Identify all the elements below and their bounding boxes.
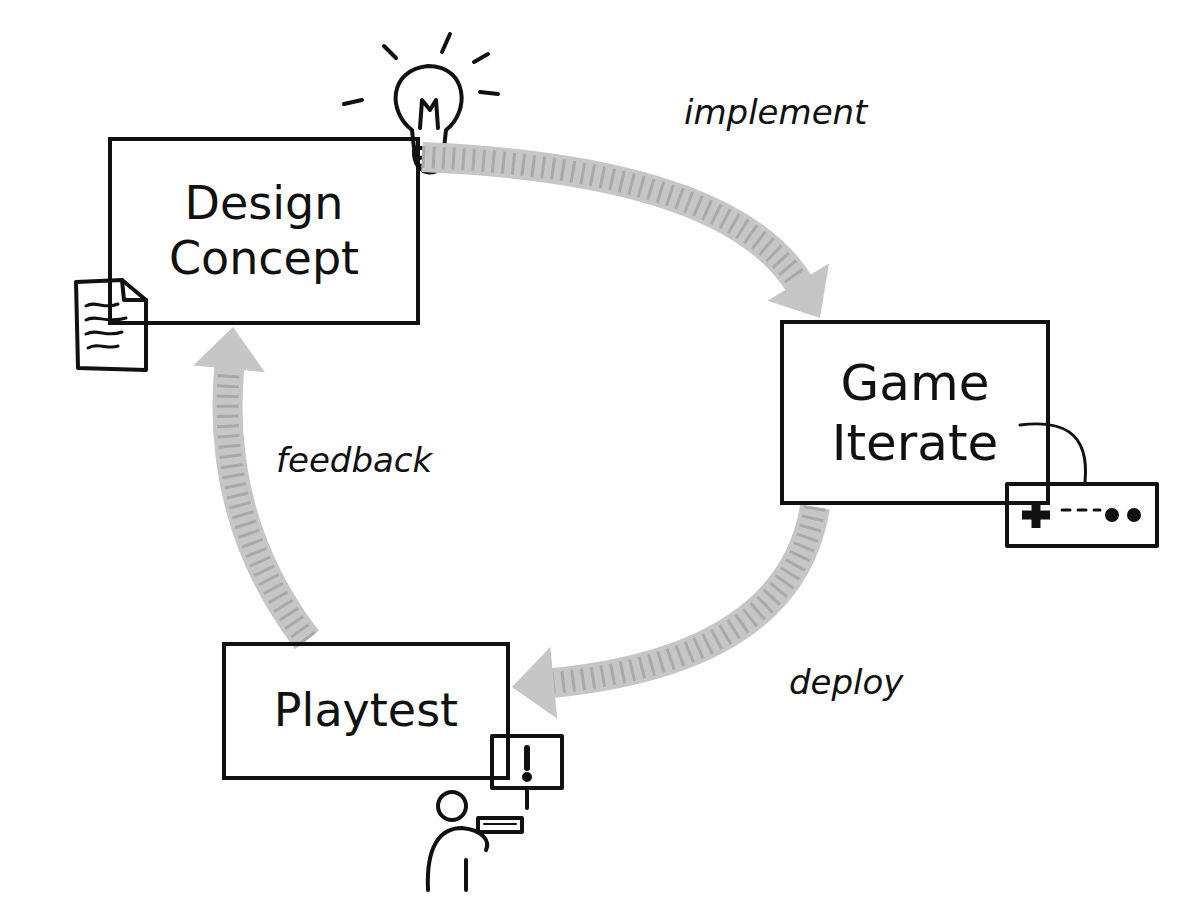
edge-label: feedback bbox=[272, 440, 436, 480]
concept-box: Design Concept bbox=[108, 137, 420, 325]
arrow-shaft bbox=[228, 365, 307, 640]
playtester-figure bbox=[428, 736, 562, 890]
arrow-head bbox=[767, 263, 829, 318]
arrow-shaft bbox=[422, 157, 800, 286]
iterate-box: Game Iterate bbox=[780, 320, 1050, 505]
edge-label: implement bbox=[680, 92, 871, 132]
node-label: Playtest bbox=[274, 683, 458, 738]
flow-arrow bbox=[422, 157, 829, 318]
flow-arrow bbox=[193, 327, 307, 640]
arrow-hatching bbox=[550, 507, 815, 683]
gamepad-icon bbox=[1007, 424, 1157, 546]
edge-label: deploy bbox=[785, 662, 907, 702]
arrow-head bbox=[193, 327, 265, 372]
arrow-head bbox=[512, 647, 557, 719]
flow-arrow bbox=[512, 507, 815, 719]
node-label: Design Concept bbox=[144, 176, 384, 286]
arrow-hatching bbox=[422, 157, 800, 286]
arrow-hatching bbox=[228, 365, 307, 640]
arrow-shaft bbox=[550, 507, 815, 683]
node-label: Game Iterate bbox=[800, 353, 1030, 473]
playtest-box: Playtest bbox=[222, 642, 510, 780]
